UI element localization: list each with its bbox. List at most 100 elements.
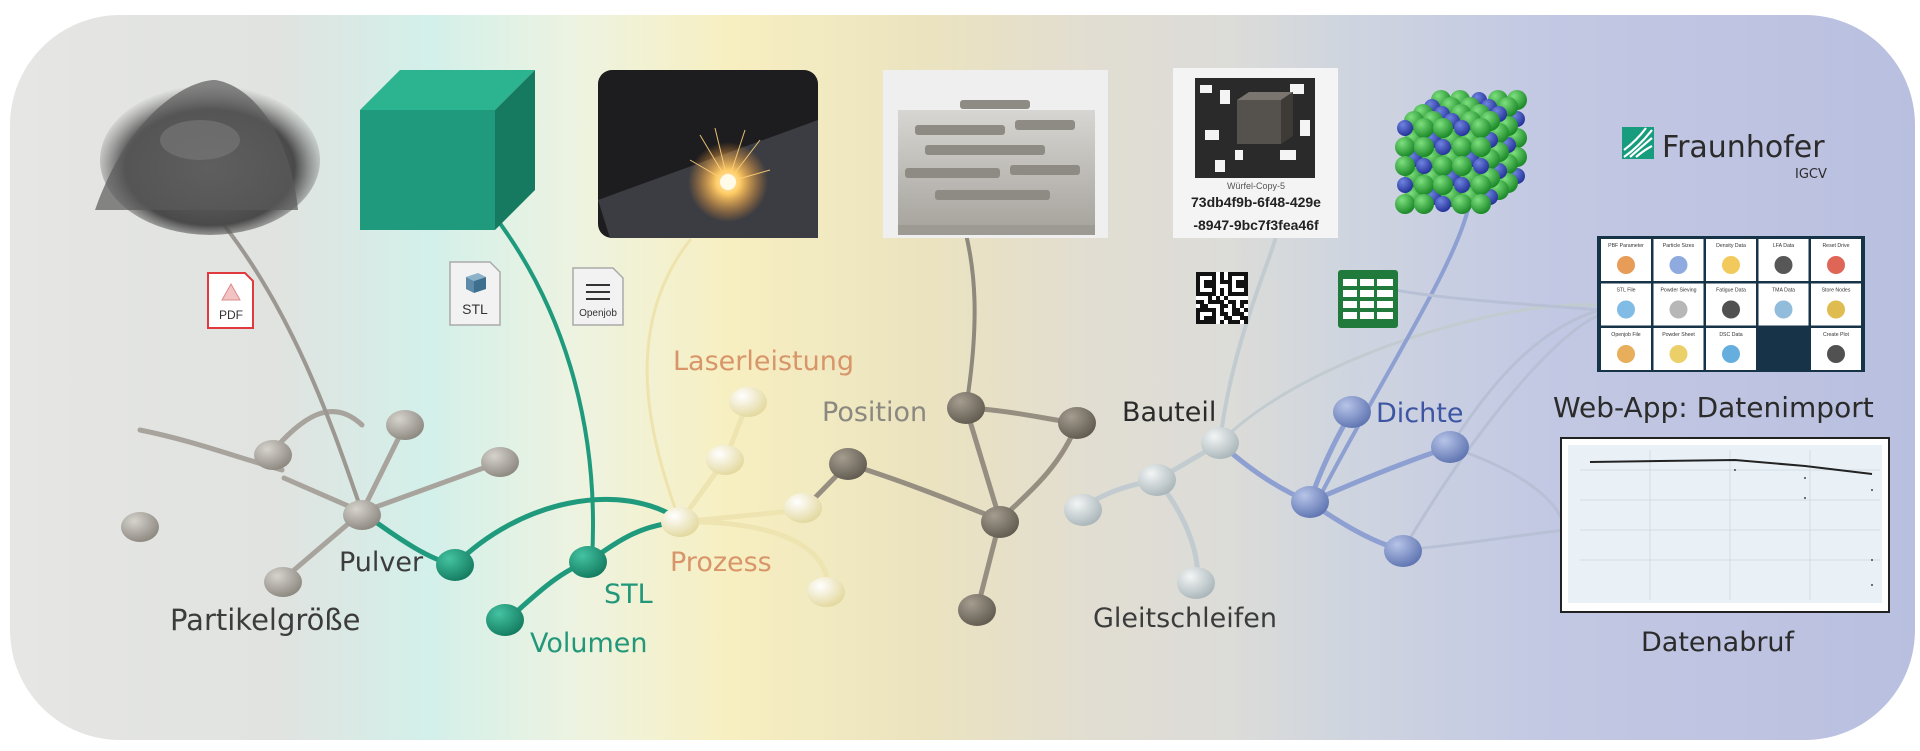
label-dichte: Dichte [1376, 398, 1463, 429]
fraunhofer-logo: Fraunhofer IGCV [1622, 127, 1827, 182]
tile-icon [1722, 345, 1740, 363]
web-app-tile[interactable]: Powder Sieving [1653, 283, 1704, 326]
openjob-file-icon[interactable]: Openjob [572, 267, 624, 326]
atom [1414, 118, 1434, 138]
logo-sub: IGCV [1795, 167, 1827, 182]
logo-name: Fraunhofer [1662, 130, 1825, 165]
atom [1454, 177, 1470, 193]
tile-icon [1617, 300, 1635, 319]
web-app-tile-label: Density Data [1716, 243, 1746, 249]
node-laserleistung[interactable] [706, 445, 744, 475]
web-app-tile[interactable]: Store Nodes [1811, 283, 1861, 326]
node-stl[interactable] [569, 546, 607, 578]
web-app-tile[interactable]: TMA Data [1758, 283, 1809, 326]
tile-icon [1722, 256, 1740, 274]
web-app-screenshot: PBF Parameter Particle Sizes Density Data L… [1597, 236, 1865, 372]
node-brown[interactable] [958, 594, 996, 626]
atom [1395, 137, 1415, 157]
web-app-tile[interactable]: Powder Sheet [1653, 328, 1704, 370]
node-volumen[interactable] [486, 604, 524, 636]
density-lattice-image [1395, 90, 1527, 214]
label-laserleistung: Laserleistung [673, 346, 854, 377]
web-app-tile[interactable]: STL File [1601, 283, 1651, 326]
atom [1471, 118, 1491, 138]
label-datenabruf: Datenabruf [1641, 627, 1796, 658]
atom [1454, 120, 1470, 136]
label-partikelgroesse: Partikelgröße [170, 603, 361, 637]
web-app-tile[interactable]: Fatigue Data [1706, 283, 1756, 326]
atom [1435, 139, 1451, 155]
node-position[interactable] [947, 392, 985, 424]
node-brown[interactable] [1058, 407, 1096, 439]
node-blue[interactable] [1431, 431, 1469, 463]
label-gleitschleifen: Gleitschleifen [1093, 603, 1277, 634]
web-app-tile[interactable]: Create Plot [1811, 328, 1861, 370]
atom [1471, 175, 1491, 195]
node-grey[interactable] [254, 440, 292, 470]
label-stl: STL [604, 579, 653, 610]
label-prozess: Prozess [670, 547, 772, 578]
web-app-tile[interactable]: Openjob File [1601, 328, 1651, 370]
web-app-tile-label: Powder Sieving [1660, 288, 1696, 294]
node-gleitschleifen[interactable] [1177, 567, 1215, 599]
node-silver[interactable] [1138, 464, 1176, 496]
web-app-tile[interactable]: DSC Data [1706, 328, 1756, 370]
build-plate-image [883, 70, 1108, 238]
atom [1471, 194, 1491, 214]
web-app-tile[interactable]: Particle Sizes [1653, 239, 1704, 281]
node-silver[interactable] [1064, 494, 1102, 526]
web-app-tile[interactable]: PBF Parameter [1601, 239, 1651, 281]
tile-icon [1669, 345, 1688, 363]
node-partikelgroesse[interactable] [264, 567, 302, 597]
tile-icon [1827, 300, 1845, 319]
label-position: Position [822, 397, 927, 428]
atom [1416, 158, 1432, 174]
atom [1414, 175, 1434, 195]
node-blue[interactable] [1384, 535, 1422, 567]
node-pulver-link[interactable] [436, 549, 474, 581]
tile-icon [1669, 256, 1688, 274]
node-bauteil[interactable] [1201, 427, 1239, 459]
web-app-tile[interactable]: Density Data [1706, 239, 1756, 281]
atom [1397, 177, 1413, 193]
node-brown[interactable] [829, 448, 867, 480]
graph-nodes [121, 387, 1469, 636]
node-cream[interactable] [807, 577, 845, 607]
stl-file-icon[interactable]: STL [449, 261, 501, 326]
qr-card-id-2: -8947-9bc7f3fea46f [1193, 217, 1319, 233]
node-cream[interactable] [784, 493, 822, 523]
atom [1397, 120, 1413, 136]
node-cream[interactable] [729, 387, 767, 417]
web-app-tile-label: Particle Sizes [1663, 243, 1695, 249]
qr-card-id-1: 73db4f9b-6f48-429e [1191, 194, 1321, 210]
node-grey[interactable] [481, 447, 519, 477]
atom [1452, 137, 1472, 157]
spreadsheet-icon[interactable] [1338, 270, 1398, 328]
pdf-file-icon[interactable]: PDF [207, 272, 254, 329]
atom [1433, 156, 1453, 176]
node-prozess[interactable] [661, 507, 699, 537]
web-app-tile-label: LFA Data [1773, 243, 1794, 249]
qr-code-icon[interactable] [1196, 272, 1248, 324]
node-pulver[interactable] [343, 500, 381, 530]
pdf-icon-label: PDF [219, 308, 243, 322]
node-grey[interactable] [386, 410, 424, 440]
node-grey[interactable] [121, 512, 159, 542]
atom [1452, 156, 1472, 176]
node-brown[interactable] [981, 506, 1019, 538]
web-app-tile-label: Store Nodes [1822, 288, 1851, 294]
node-dichte[interactable] [1333, 396, 1371, 428]
web-app-tile-label: DSC Data [1719, 332, 1742, 338]
web-app-tile[interactable]: LFA Data [1758, 239, 1809, 281]
label-web-app: Web-App: Datenimport [1553, 391, 1874, 424]
label-pulver: Pulver [339, 547, 424, 578]
node-blue[interactable] [1291, 486, 1329, 518]
atom [1473, 158, 1489, 174]
web-app-tile[interactable]: Reset Drive [1811, 239, 1861, 281]
web-app-tile-label: PBF Parameter [1608, 243, 1644, 249]
tile-icon [1669, 300, 1688, 319]
web-app-tile-label: Fatigue Data [1716, 288, 1746, 294]
atom [1395, 156, 1415, 176]
label-bauteil: Bauteil [1122, 397, 1216, 428]
